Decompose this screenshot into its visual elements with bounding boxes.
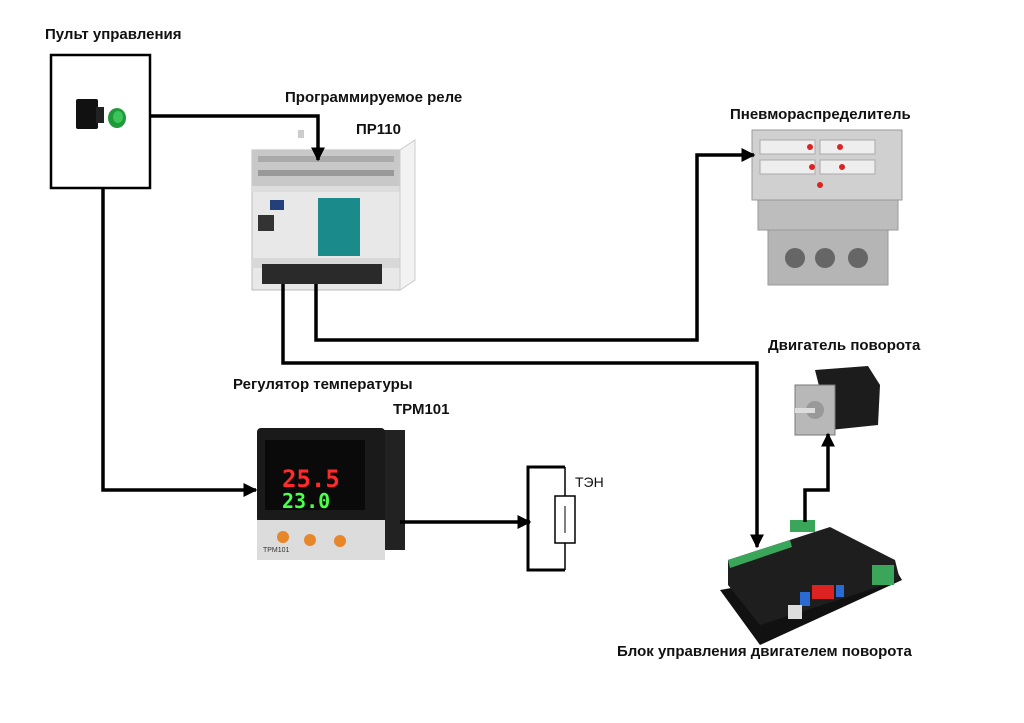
heater-element	[526, 465, 576, 572]
label-control-panel: Пульт управления	[45, 26, 182, 43]
temperature-controller: 25.5 23.0 ТРМ101	[257, 428, 405, 560]
label-plc-model: ПР110	[356, 121, 401, 138]
label-plc: Программируемое реле	[285, 89, 462, 106]
display-top-value: 25.5	[282, 465, 340, 493]
label-temp-controller: Регулятор температуры	[233, 376, 413, 393]
wire-plc-to-valve	[314, 148, 756, 342]
wire-panel-to-plc	[150, 114, 325, 162]
display-bottom-value: 23.0	[282, 489, 330, 513]
button-up	[277, 531, 289, 543]
label-motor-driver: Блок управления двигателем поворота	[617, 643, 912, 660]
wire-driver-to-motor	[803, 432, 835, 522]
stepper-motor	[794, 366, 880, 436]
motor-driver	[720, 520, 902, 645]
pneumatic-valve	[751, 129, 903, 286]
plc-device	[251, 130, 416, 291]
label-heater: ТЭН	[575, 474, 604, 490]
device-label: ТРМ101	[263, 547, 289, 554]
label-motor: Двигатель поворота	[768, 337, 921, 354]
control-panel	[49, 53, 152, 190]
button-prog	[334, 535, 346, 547]
label-temp-controller-model: ТРМ101	[393, 401, 450, 418]
label-valve: Пневмораспределитель	[730, 106, 911, 123]
wire-plc-to-motor-driver	[281, 284, 764, 549]
wire-panel-to-temp-controller	[101, 188, 258, 497]
button-down	[304, 534, 316, 546]
push-button-icon	[76, 99, 126, 129]
